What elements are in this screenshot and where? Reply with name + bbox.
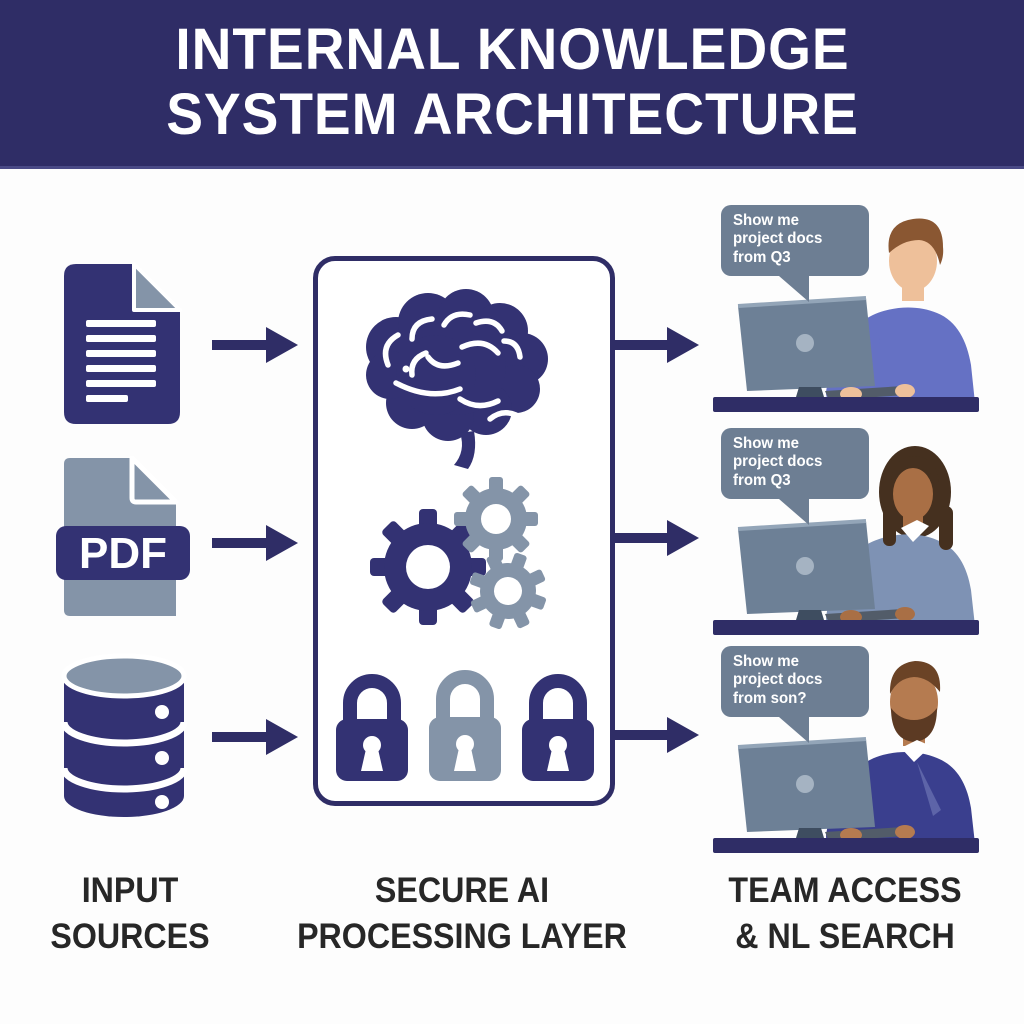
desk — [713, 620, 979, 635]
padlock-icon-2 — [429, 670, 501, 781]
gears-icon — [370, 477, 547, 630]
speech-bubble-3-text: Show me project docs from son? — [733, 653, 823, 707]
user2-illustration — [713, 446, 979, 635]
brain-icon — [366, 289, 548, 469]
user3-illustration — [713, 661, 979, 853]
page-title: INTERNAL KNOWLEDGE SYSTEM ARCHITECTURE — [165, 17, 859, 147]
arrow-processing-to-user1 — [613, 327, 699, 363]
user2-collar — [901, 520, 929, 542]
team-access-label: TEAM ACCESS & NL SEARCH — [728, 871, 962, 956]
desk — [713, 397, 979, 412]
desk — [713, 838, 979, 853]
document-icon — [64, 262, 182, 424]
padlock-icon-1 — [336, 674, 408, 781]
arrow-db-to-processing — [212, 719, 298, 755]
team-scene-3: Show me project docs from son? — [705, 634, 985, 862]
user2-head — [893, 468, 933, 520]
user1-body — [845, 307, 975, 403]
user1-hair — [888, 218, 944, 265]
user3-hair — [889, 661, 941, 694]
arrow-pdf-to-processing — [212, 525, 298, 561]
speech-bubble-2: Show me project docs from Q3 — [721, 428, 869, 525]
arrow-processing-to-user2 — [613, 520, 699, 556]
arrow-processing-to-user3 — [613, 717, 699, 753]
arrow-doc-to-processing — [212, 327, 298, 363]
team-scene-2: Show me project docs from Q3 — [705, 416, 985, 644]
user1-head — [889, 231, 937, 291]
speech-bubble-3: Show me project docs from son? — [721, 646, 869, 743]
user2-body — [845, 534, 975, 626]
user3-collar — [901, 740, 931, 762]
speech-bubble-2-text: Show me project docs from Q3 — [733, 435, 823, 489]
speech-bubble-1-text: Show me project docs from Q3 — [733, 212, 823, 266]
speech-bubble-1: Show me project docs from Q3 — [721, 205, 869, 302]
user1-illustration — [713, 218, 979, 412]
database-icon — [60, 653, 188, 817]
team-scene-1: Show me project docs from Q3 — [705, 193, 985, 421]
user3-beard — [891, 708, 937, 742]
header-banner: INTERNAL KNOWLEDGE SYSTEM ARCHITECTURE — [0, 0, 1024, 169]
pdf-badge-label: PDF — [79, 529, 167, 578]
input-sources-label: INPUT SOURCES — [50, 871, 210, 956]
user3-body — [845, 752, 975, 844]
processing-layer-label: SECURE AI PROCESSING LAYER — [297, 871, 627, 956]
pdf-file-icon: PDF — [56, 456, 190, 616]
padlock-icon-3 — [522, 674, 594, 781]
processing-layer-box — [313, 256, 615, 806]
